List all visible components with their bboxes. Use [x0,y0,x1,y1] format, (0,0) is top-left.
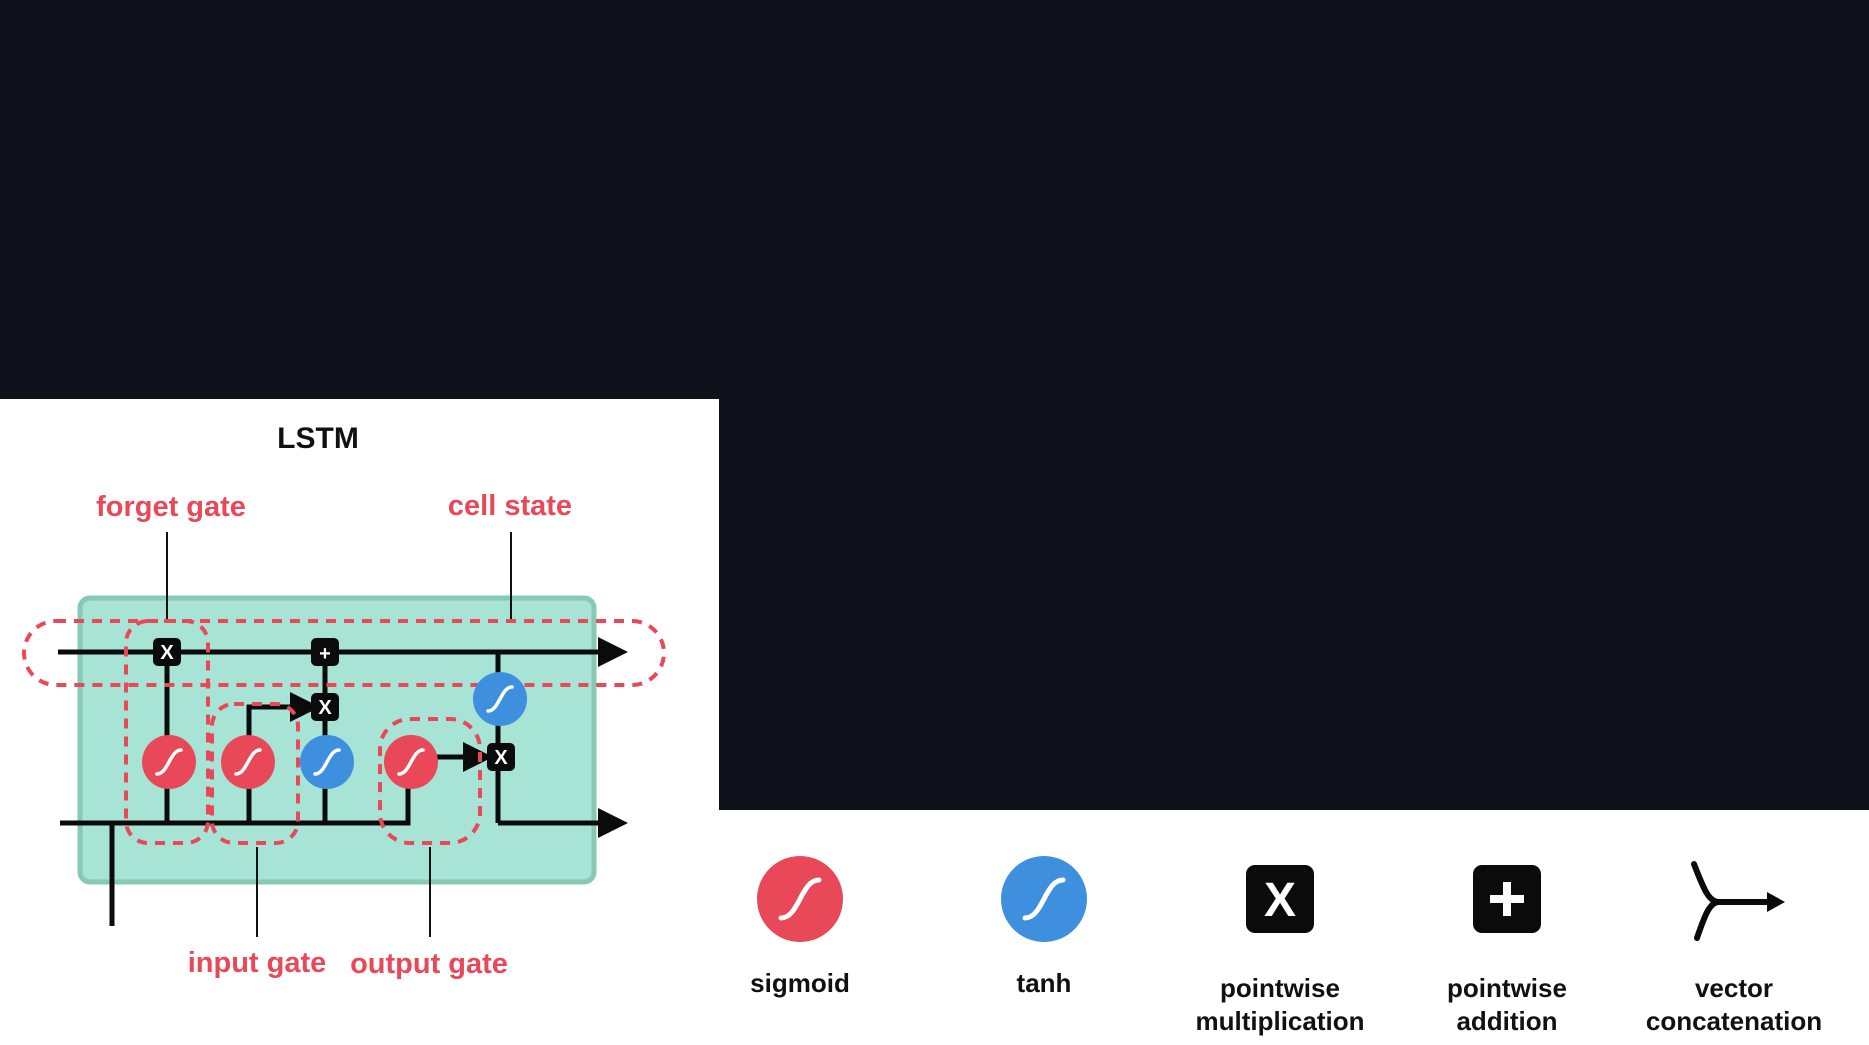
input-gate-label: input gate [188,947,327,979]
sigmoid-icon [757,856,843,942]
tanh-icon [1001,856,1087,942]
legend-multiplication-line2: multiplication [1196,1006,1365,1036]
output-gate-outline [378,717,482,845]
forget-sigmoid [142,735,196,789]
legend-addition-line1: pointwise [1447,973,1567,1003]
output-gate-label: output gate [350,948,508,980]
svg-text:tanh: tanh [1017,968,1072,998]
legend-panel: sigmoid tanh X pointwise multiplication [719,810,1869,1045]
forget-multiply-op: X [153,638,181,666]
concatenation-icon [1691,861,1785,941]
legend-concatenation-line2: concatenation [1646,1006,1822,1036]
diagram-title: LSTM [277,422,359,455]
output-multiply-op: X [487,743,515,771]
lstm-diagram-panel: LSTM [0,399,719,1045]
legend-sigmoid-label: sigmoid [750,968,850,998]
legend-addition-line2: addition [1456,1006,1557,1036]
legend-pointwise-multiplication: X pointwise multiplication [1196,865,1365,1036]
input-multiply-op: X [311,693,339,721]
cell-tanh [473,672,527,726]
legend-concatenation-line1: vector [1695,973,1773,1003]
forget-gate-outline [124,619,210,845]
lstm-diagram: LSTM [22,422,666,980]
hidden-input-line [109,757,411,926]
multiply-icon: X [1246,865,1314,933]
svg-text:sigmoid: sigmoid [750,968,850,998]
legend: sigmoid tanh X pointwise multiplication [750,856,1822,1036]
plus-icon [1473,865,1541,933]
output-sigmoid [384,735,438,789]
candidate-tanh [300,735,354,789]
cell-state-outline [22,619,666,687]
input-gate-outline [210,702,300,845]
cell-state-label: cell state [448,490,572,522]
legend-tanh-label: tanh [1017,968,1072,998]
svg-text:X: X [160,642,174,664]
svg-text:X: X [318,697,332,719]
legend-tanh: tanh [1001,856,1087,998]
svg-text:+: + [319,643,331,665]
legend-multiplication-line1: pointwise [1220,973,1340,1003]
forget-gate-label: forget gate [96,491,246,523]
legend-sigmoid: sigmoid [750,856,850,998]
legend-pointwise-addition: pointwise addition [1447,865,1567,1036]
svg-text:X: X [494,747,508,769]
input-sigmoid [221,735,275,789]
cell-add-op: + [311,638,339,666]
svg-text:X: X [1264,874,1296,927]
legend-vector-concatenation: vector concatenation [1646,861,1822,1036]
